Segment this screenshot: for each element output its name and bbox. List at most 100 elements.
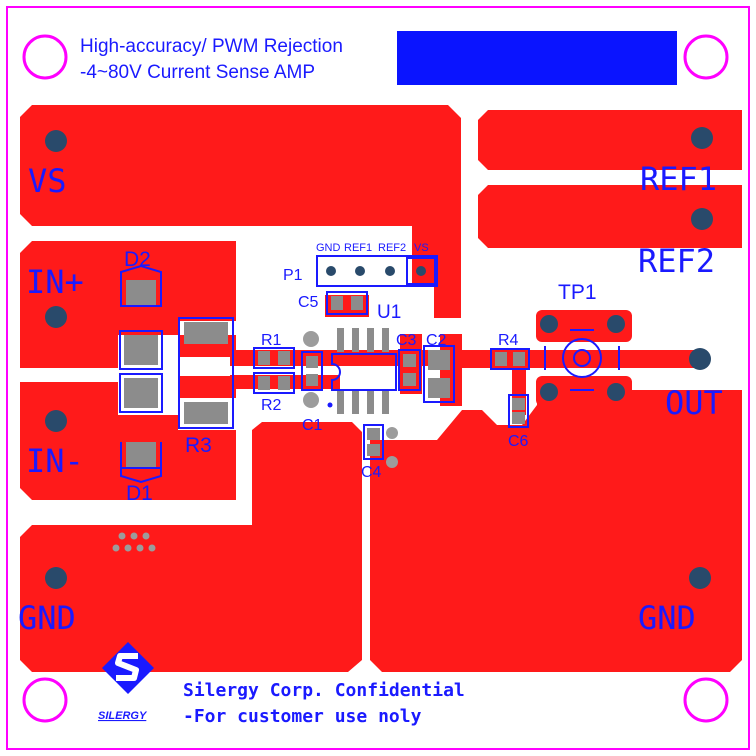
header-pin-ref1 xyxy=(355,266,365,276)
c6-outline xyxy=(508,394,529,428)
via-gnd-right xyxy=(689,567,711,589)
via-array-2 xyxy=(130,532,138,540)
via-array-6 xyxy=(136,544,144,552)
tp1-via-1 xyxy=(540,315,558,333)
u1-pin-8 xyxy=(382,390,389,414)
label-ref1: REF1 xyxy=(640,160,717,198)
label-c6: C6 xyxy=(508,433,529,450)
r1-pad-left xyxy=(258,351,270,365)
footer-line-2: -For customer use noly xyxy=(183,706,422,727)
d2-outline xyxy=(120,264,162,307)
via-in-minus xyxy=(45,410,67,432)
d1-pad xyxy=(126,442,156,468)
c5-outline xyxy=(326,291,368,315)
p1-outline xyxy=(316,255,438,287)
c2-pad-bottom xyxy=(428,378,450,398)
tp1-outline xyxy=(562,338,602,378)
header-pin-ref2 xyxy=(385,266,395,276)
header-pin-gnd xyxy=(326,266,336,276)
label-u1: U1 xyxy=(377,302,401,323)
title-line-1: High-accuracy/ PWM Rejection xyxy=(80,36,343,57)
via-ref2 xyxy=(691,208,713,230)
via-vs xyxy=(45,130,67,152)
via-array-7 xyxy=(148,544,156,552)
label-p1: P1 xyxy=(283,267,303,284)
u1-pin-6 xyxy=(352,390,359,414)
label-gnd-left: GND xyxy=(18,599,76,637)
u1-pin-3 xyxy=(367,328,374,352)
gnd-pour-left xyxy=(20,422,362,672)
r2-pad-left xyxy=(258,376,270,390)
label-in-plus: IN+ xyxy=(26,263,84,301)
c5-pad-left xyxy=(331,296,343,310)
label-d2: D2 xyxy=(124,248,151,271)
r4-pad-left xyxy=(495,352,507,366)
footer-line-1: Silergy Corp. Confidential xyxy=(183,680,465,701)
r3-pad-top xyxy=(184,322,228,344)
via-c4-1 xyxy=(386,427,398,439)
u1-pin1-dot xyxy=(327,402,333,408)
designators: D2 D1 R3 R1 R2 C1 C5 U1 C3 C2 R4 C6 C4 T… xyxy=(124,248,597,505)
r4-outline xyxy=(490,348,530,370)
smd-pads xyxy=(124,280,525,468)
logo-text: SILERGY xyxy=(98,710,148,722)
pin-label-gnd: GND xyxy=(316,242,341,254)
label-tp1: TP1 xyxy=(558,281,597,304)
c4-outline xyxy=(363,424,384,460)
label-gnd-right: GND xyxy=(638,599,696,637)
via-c1-top xyxy=(303,331,319,347)
c1-pad-bottom xyxy=(306,374,318,386)
title-line-2: -4~80V Current Sense AMP xyxy=(80,62,315,83)
header-pin-vs xyxy=(416,266,426,276)
label-r1: R1 xyxy=(261,332,282,349)
via-c1-bottom xyxy=(303,392,319,408)
c6-pad-top xyxy=(512,398,525,410)
r1-pad-right xyxy=(278,351,290,365)
label-c5: C5 xyxy=(298,294,319,311)
pin-label-ref2: REF2 xyxy=(378,242,406,254)
c6-pad-bottom xyxy=(512,412,525,424)
d2-pad xyxy=(126,280,156,306)
label-r3: R3 xyxy=(185,434,212,457)
footer: Silergy Corp. Confidential -For customer… xyxy=(183,680,465,727)
silergy-logo: SILERGY xyxy=(98,642,154,722)
via-c4-2 xyxy=(386,456,398,468)
tp1-via-3 xyxy=(540,383,558,401)
via-array-1 xyxy=(118,532,126,540)
r3-pad-bottom xyxy=(184,402,228,424)
r2-outline xyxy=(253,372,295,394)
title-block xyxy=(397,31,677,85)
label-c1: C1 xyxy=(302,417,323,434)
r1-outline xyxy=(253,347,295,369)
diode-pad-top xyxy=(124,335,158,365)
label-c4: C4 xyxy=(361,464,382,481)
gnd-pour-right xyxy=(370,390,742,672)
mounting-hole-bottom-right xyxy=(683,677,729,723)
silkscreen-outlines xyxy=(119,255,620,484)
via-array-3 xyxy=(142,532,150,540)
copper-pours xyxy=(20,105,742,672)
logo-s-icon xyxy=(115,653,139,681)
c3-pad-bottom xyxy=(403,373,416,386)
diode-pad-bottom xyxy=(124,378,158,408)
c3-pad-top xyxy=(403,354,416,367)
board-outline xyxy=(6,6,750,750)
thermal-vias xyxy=(112,331,398,552)
pin-label-vs: VS xyxy=(414,242,429,254)
u1-outline xyxy=(331,353,397,391)
tp1-via-2 xyxy=(607,315,625,333)
c2-pad-top xyxy=(428,350,450,370)
label-out: OUT xyxy=(665,384,723,422)
header-pin-labels: GND REF1 REF2 VS xyxy=(316,242,429,254)
tp1-via-4 xyxy=(607,383,625,401)
c1-pad-top xyxy=(306,356,318,368)
label-d1: D1 xyxy=(126,482,153,505)
c3-outline xyxy=(398,349,421,391)
mounting-hole-top-left xyxy=(22,34,68,80)
label-vs: VS xyxy=(28,162,67,200)
u1-pin-7 xyxy=(367,390,374,414)
via-in-plus xyxy=(45,306,67,328)
diode-outline-bottom xyxy=(119,373,163,413)
mounting-hole-bottom-left xyxy=(22,677,68,723)
in-minus-pour xyxy=(20,382,236,500)
